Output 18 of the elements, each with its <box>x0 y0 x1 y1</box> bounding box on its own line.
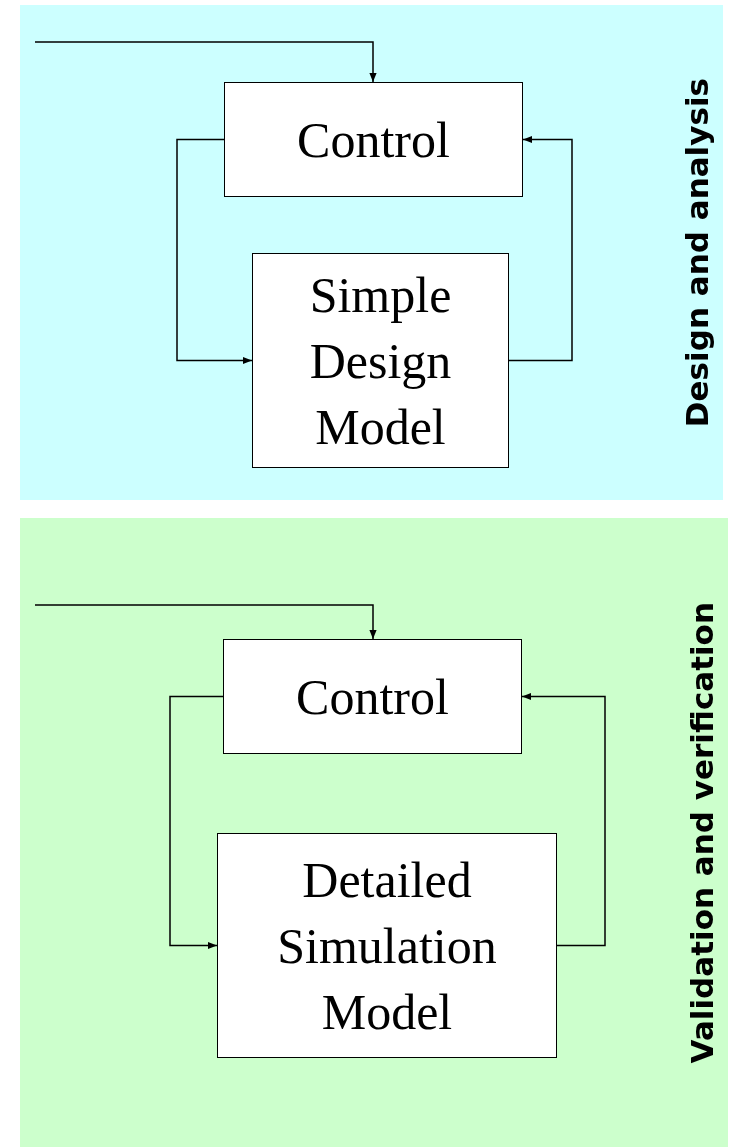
arrow <box>508 135 573 362</box>
arrow <box>34 604 377 640</box>
box-label: Control <box>297 110 450 170</box>
section-title: Validation and verification <box>684 601 720 1064</box>
process-box <box>223 639 522 754</box>
arrow <box>169 695 224 950</box>
box-label: Detailed Simulation Model <box>276 850 498 1042</box>
section-title: Design and analysis <box>679 77 715 428</box>
process-box <box>252 253 509 468</box>
box-label: Control <box>296 667 449 727</box>
box-label: Simple Design Model <box>308 265 453 457</box>
process-box <box>224 82 523 197</box>
arrow <box>34 41 377 83</box>
process-box <box>217 833 557 1058</box>
section-panel <box>20 518 728 1147</box>
section-panel <box>20 5 723 500</box>
arrow <box>521 692 606 947</box>
arrow <box>176 138 253 365</box>
